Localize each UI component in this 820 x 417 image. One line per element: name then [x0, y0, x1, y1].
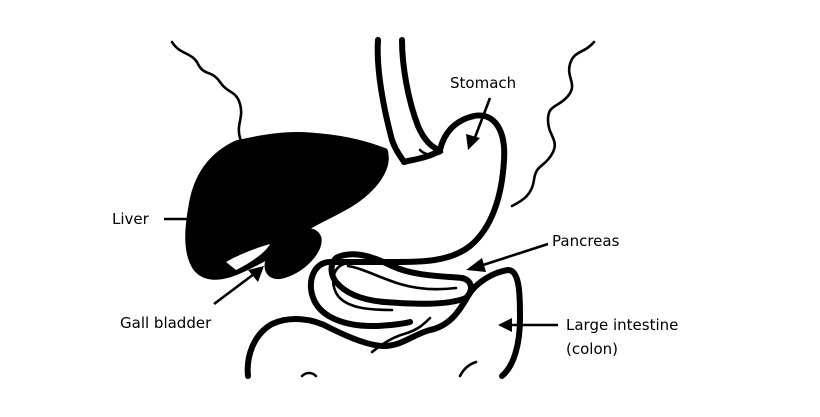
large-intestine-arrowhead — [498, 318, 512, 332]
stomach-rugae — [418, 148, 444, 157]
gall-bladder-arrow — [213, 272, 255, 306]
gall-bladder-shape — [264, 228, 322, 279]
esophagus-outline — [374, 37, 407, 165]
pancreas-arrow — [479, 242, 549, 268]
stomach-arrowhead — [466, 134, 480, 150]
pancreas-detail — [346, 264, 458, 291]
stomach-arrow — [472, 97, 492, 141]
esophagus-outline-inner — [399, 37, 443, 153]
large-intestine-shape — [244, 267, 523, 379]
colon-label: (colon) — [566, 340, 618, 358]
colon-inner-fold — [370, 316, 432, 354]
colon-lower-edge — [458, 360, 478, 378]
large-intestine-label: Large intestine — [566, 316, 678, 334]
stomach-shape — [327, 112, 508, 266]
liver-label: Liver — [112, 210, 150, 228]
duodenum-outline — [307, 259, 413, 329]
pancreas-arrowhead — [466, 258, 486, 272]
liver-fissure — [226, 244, 270, 270]
gall-bladder-label: Gall bladder — [120, 314, 212, 332]
duodenum-inner — [331, 262, 394, 312]
pancreas-label: Pancreas — [552, 232, 620, 250]
gall-bladder-arrowhead — [248, 266, 264, 282]
colon-lower-curl — [300, 371, 318, 378]
right-membrane-outline — [510, 40, 596, 208]
stomach-label: Stomach — [450, 74, 516, 92]
